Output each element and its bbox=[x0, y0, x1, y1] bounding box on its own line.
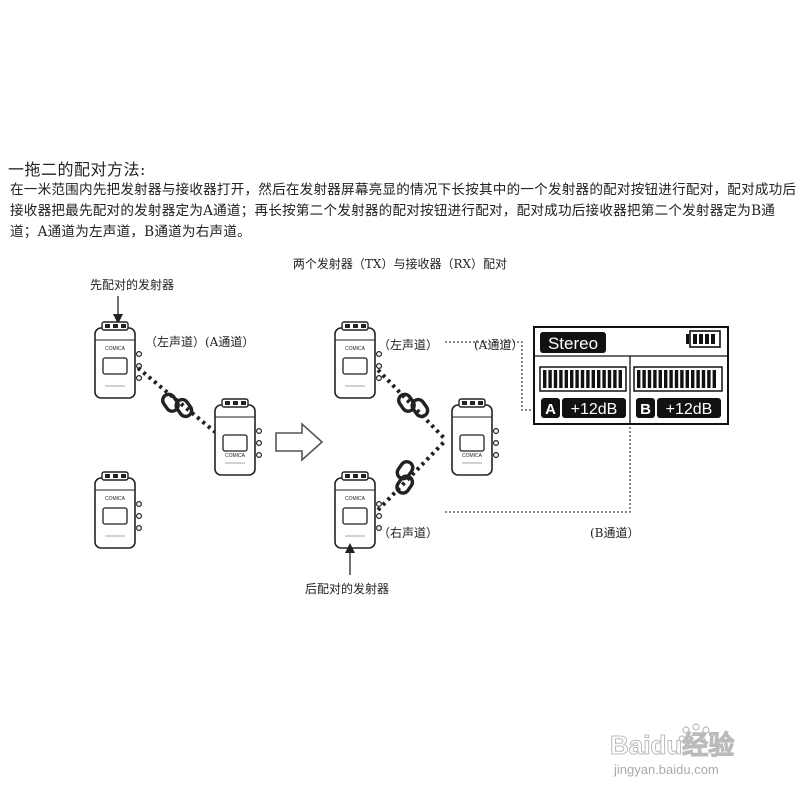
device-brand-text: COMICA bbox=[105, 346, 126, 352]
device-brand-text: COMICA bbox=[225, 453, 246, 459]
transmitter-b-right: COMICA bbox=[334, 471, 383, 549]
label-left-a-channel: （左声道）(A通道） bbox=[145, 335, 255, 349]
meter-segment bbox=[618, 370, 622, 388]
meter-segment bbox=[691, 370, 695, 388]
baidu-watermark: Baidu经验 jingyan.baidu.com bbox=[610, 723, 735, 777]
instruction-paragraph: 在一米范围内先把发射器与接收器打开，然后在发射器屏幕亮显的情况下长按其中的一个发… bbox=[10, 182, 797, 240]
meter-segment bbox=[613, 370, 617, 388]
meter-segment bbox=[680, 370, 684, 388]
channel-a-gain: +12dB bbox=[571, 401, 618, 418]
meter-segment bbox=[701, 370, 706, 388]
battery-icon bbox=[686, 334, 689, 344]
meter-segment bbox=[658, 370, 662, 388]
meter-segment bbox=[570, 370, 574, 388]
chain-link-icon bbox=[394, 385, 432, 426]
receiver-left: COMICA bbox=[214, 398, 263, 476]
transmitter-a-right: COMICA bbox=[334, 321, 383, 399]
device-brand-text: COMICA bbox=[345, 496, 366, 502]
pair-link-b bbox=[376, 438, 448, 512]
baidu-paw-icon bbox=[685, 734, 707, 749]
watermark-url: jingyan.baidu.com bbox=[613, 762, 719, 777]
meter-segment bbox=[543, 370, 547, 388]
display-mode-text: Stereo bbox=[548, 334, 598, 353]
level-meter-a bbox=[539, 366, 627, 392]
diagram-caption: 两个发射器（TX）与接收器（RX）配对 bbox=[292, 257, 508, 271]
meter-segment bbox=[707, 370, 711, 388]
meter-segment bbox=[653, 370, 657, 388]
device-brand-text: COMICA bbox=[105, 496, 126, 502]
receiver-display: Stereo A +12dB B +12dB bbox=[533, 326, 729, 425]
meter-segment bbox=[559, 370, 563, 388]
pair-link-a bbox=[376, 368, 448, 442]
meter-segment bbox=[647, 370, 652, 388]
label-first-paired-transmitter: 先配对的发射器 bbox=[90, 278, 175, 292]
meter-segment bbox=[564, 370, 568, 388]
watermark-logo: Baidu经验 bbox=[610, 730, 734, 760]
meter-segment bbox=[685, 370, 689, 388]
meter-segment bbox=[548, 370, 552, 388]
transmitter-a-left: COMICA bbox=[94, 321, 143, 399]
meter-segment bbox=[607, 370, 612, 388]
receiver-right: COMICA bbox=[451, 398, 500, 476]
device-brand-text: COMICA bbox=[462, 453, 483, 459]
chain-link-icon bbox=[386, 457, 424, 498]
meter-segment bbox=[669, 370, 673, 388]
meter-segment bbox=[591, 370, 595, 388]
leader-a-channel bbox=[445, 341, 534, 411]
later-paired-arrow-head bbox=[345, 543, 355, 553]
section-heading: 一拖二的配对方法: bbox=[8, 160, 146, 179]
level-meter-b bbox=[633, 366, 723, 392]
transmitter-b-unpaired: COMICA bbox=[94, 471, 143, 549]
channel-b-tag: B bbox=[640, 401, 651, 418]
leader-b-channel bbox=[445, 424, 631, 513]
label-b-channel: (B通道） bbox=[590, 526, 640, 540]
meter-segment bbox=[664, 370, 668, 388]
label-left-channel: （左声道） bbox=[378, 338, 439, 352]
meter-segment bbox=[712, 370, 716, 388]
label-later-paired-transmitter: 后配对的发射器 bbox=[305, 582, 390, 596]
channel-b-gain: +12dB bbox=[666, 401, 713, 418]
meter-segment bbox=[674, 370, 679, 388]
first-paired-arrow-head bbox=[113, 314, 123, 324]
meter-segment bbox=[637, 370, 641, 388]
meter-segment bbox=[575, 370, 579, 388]
channel-a-tag: A bbox=[545, 401, 556, 418]
meter-segment bbox=[597, 370, 601, 388]
meter-segment bbox=[602, 370, 606, 388]
meter-segment bbox=[642, 370, 646, 388]
meter-segment bbox=[696, 370, 700, 388]
device-brand-text: COMICA bbox=[345, 346, 366, 352]
meter-segment bbox=[586, 370, 590, 388]
meter-segment bbox=[553, 370, 558, 388]
label-right-channel: （右声道） bbox=[378, 526, 439, 540]
meter-segment bbox=[580, 370, 585, 388]
transition-arrow bbox=[275, 422, 324, 462]
